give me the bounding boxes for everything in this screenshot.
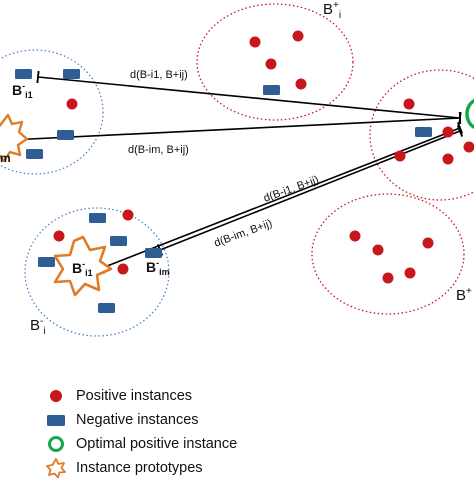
negative-instance [110,236,127,246]
red-dot-icon [46,386,70,406]
positive-instance [123,210,134,221]
negative-instance [415,127,432,137]
legend-item-positive: Positive instances [46,386,466,410]
negative-instance [145,248,162,258]
positive-instance [67,99,78,110]
positive-instance [350,231,361,242]
negative-instance [263,85,280,95]
legend-label: Optimal positive instance [76,436,237,452]
positive-instance [423,238,434,249]
bag-label-b-plus-right: B+ [456,286,472,304]
optimal-positive-instance-icon [467,100,474,128]
legend-item-prototype: Instance prototypes [46,458,466,482]
legend-item-optimal: Optimal positive instance [46,434,466,458]
negative-instance [89,213,106,223]
distance-line-im [10,118,460,140]
positive-instance [383,273,394,284]
negative-instance [57,130,74,140]
distance-label-i1-top: d(B-i1, B+ij) [130,69,188,81]
negative-instance [63,69,80,79]
bag-label-b-minus-i: B-i [30,316,46,337]
green-ring-icon [46,434,70,454]
distance-line-bottom-im [160,131,460,250]
positive-instance [405,268,416,279]
legend: Positive instances Negative instances Op… [46,386,466,482]
negative-instance [26,149,43,159]
distance-label-im-left: d(B-im, B+ij) [128,144,189,156]
negative-instance [15,69,32,79]
positive-instance [296,79,307,90]
legend-label: Negative instances [76,412,199,428]
blue-rectangle-icon [46,410,70,430]
positive-instance [464,142,474,153]
positive-instance [373,245,384,256]
negative-bag-top [0,50,103,174]
positive-instance [54,231,65,242]
distance-label-im-bottom: d(B-im, B+ij) [213,217,274,249]
negative-instance [98,303,115,313]
bag-label-b-plus-i: B+i [323,0,341,21]
legend-item-negative: Negative instances [46,410,466,434]
positive-instance [404,99,415,110]
positive-bag-bottom [312,194,464,314]
orange-star-icon [46,458,70,478]
positive-instance [118,264,129,275]
positive-instance [443,127,454,138]
positive-instance [266,59,277,70]
positive-instance [250,37,261,48]
positive-instance [395,151,406,162]
negative-instance [38,257,55,267]
instance-label-b-im-bottom: B-im [146,258,170,277]
instance-label-b-im-left: m [0,151,11,165]
instance-label-b-i1-top: B-i1 [12,81,33,100]
legend-label: Positive instances [76,388,192,404]
positive-instance [293,31,304,42]
positive-instance [443,154,454,165]
